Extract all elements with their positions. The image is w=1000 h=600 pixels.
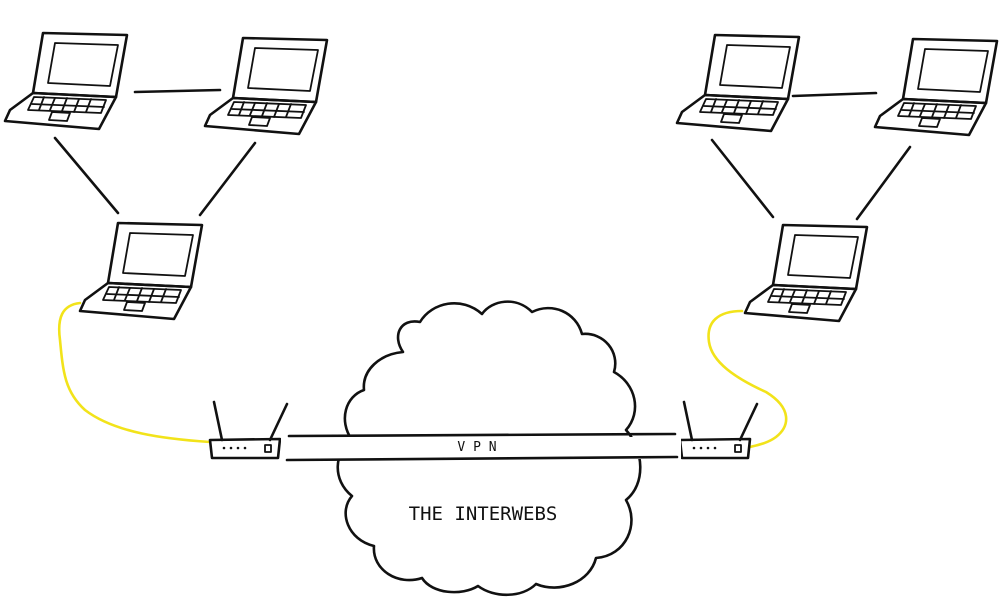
- laptop-icon: [203, 36, 329, 136]
- tunnel-label: V P N: [457, 440, 496, 455]
- laptop-icon: [675, 33, 801, 133]
- cloud-icon: [336, 300, 642, 597]
- link-line: [855, 145, 912, 221]
- right-site: [675, 33, 999, 460]
- ethernet-cable: [707, 309, 788, 449]
- link-line: [791, 91, 878, 98]
- laptop-icon: [3, 31, 129, 131]
- left-site: [3, 31, 329, 460]
- laptop-icon: [873, 37, 999, 137]
- ethernet-cable: [57, 301, 212, 444]
- tunnel-bottom-line: [285, 455, 679, 462]
- tunnel-top-line: [287, 432, 677, 438]
- laptop-icon: [78, 221, 204, 321]
- link-line: [198, 141, 257, 217]
- router-icon: [678, 400, 759, 460]
- link-line: [710, 138, 775, 219]
- link-line: [133, 88, 222, 94]
- internet-cloud: THE INTERWEBS: [336, 300, 642, 597]
- vpn-tunnel: V P N: [281, 432, 681, 462]
- tunnel-fill: [281, 437, 681, 459]
- router-icon: [208, 400, 289, 460]
- cloud-label: THE INTERWEBS: [409, 503, 558, 525]
- link-line: [53, 136, 120, 215]
- laptop-icon: [743, 223, 869, 323]
